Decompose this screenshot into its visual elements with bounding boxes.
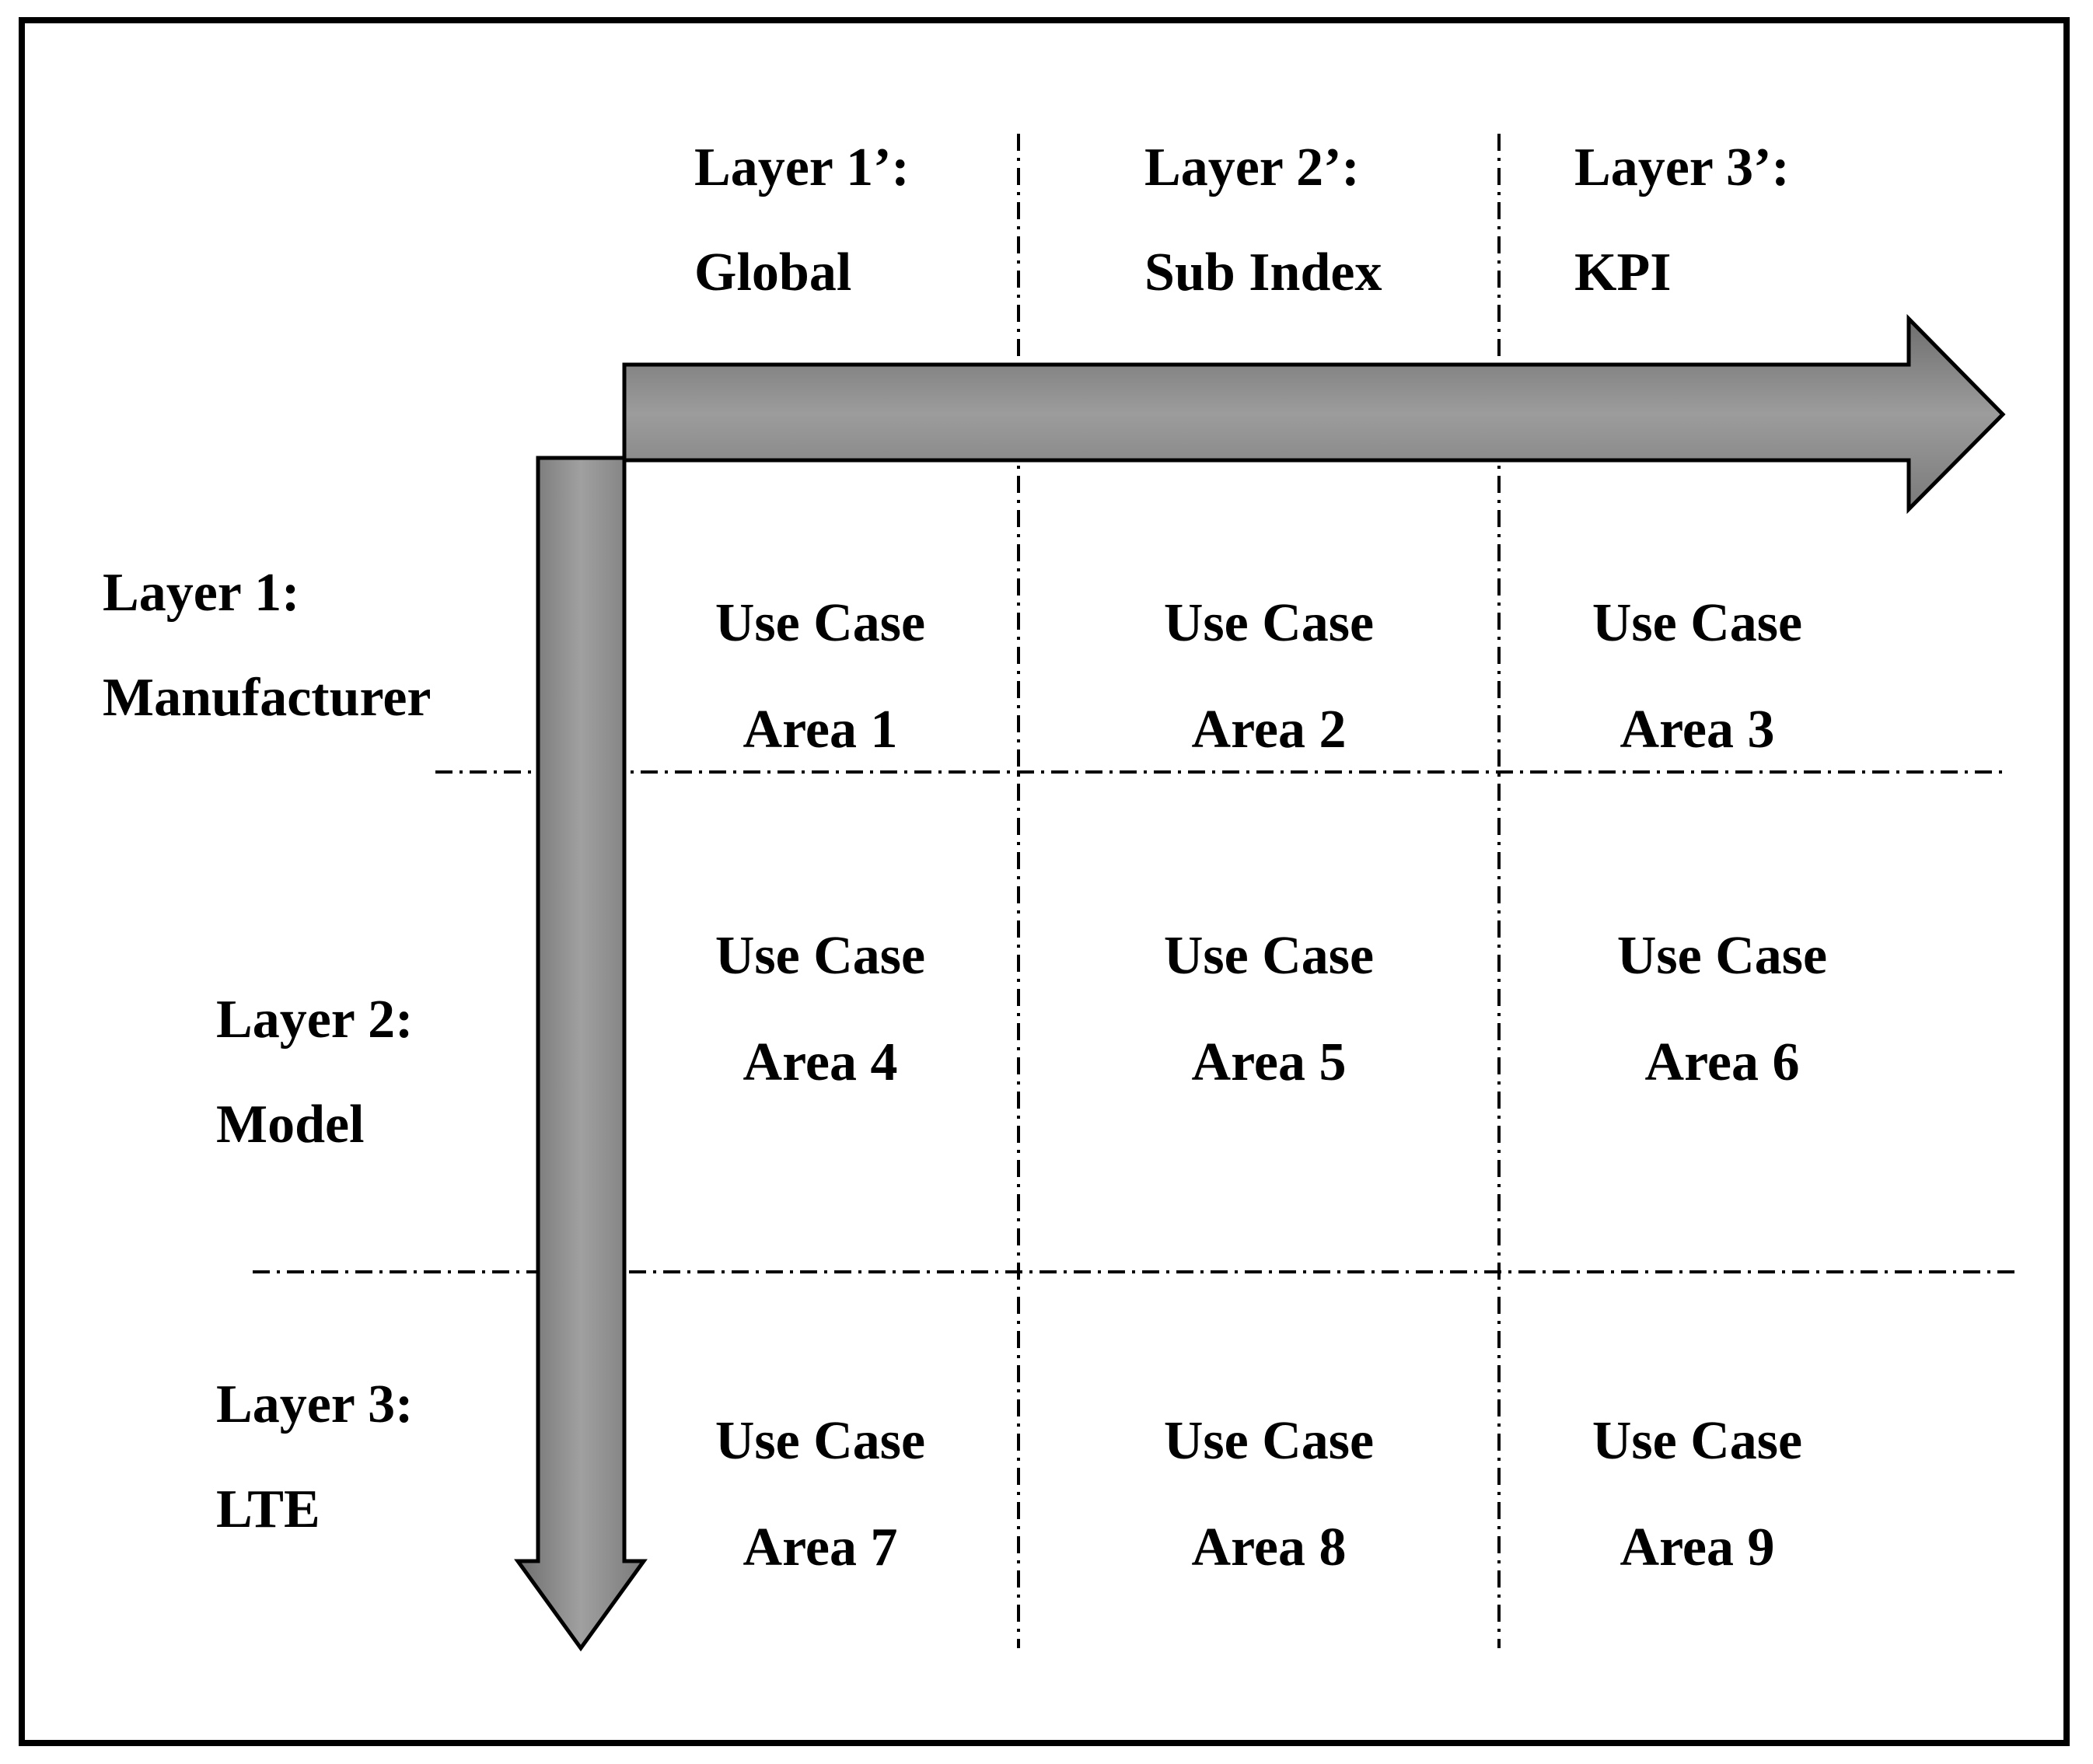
- column-header-3-title: Layer 3’:: [1574, 138, 1790, 197]
- use-case-area-5-label: Use Case: [1163, 926, 1375, 986]
- use-case-area-3-label: Use Case: [1592, 593, 1803, 653]
- use-case-area-3: Use Case Area 3: [1542, 570, 1853, 783]
- use-case-area-9: Use Case Area 9: [1542, 1388, 1853, 1601]
- use-case-area-2-name: Area 2: [1191, 700, 1347, 760]
- use-case-area-1: Use Case Area 1: [665, 570, 976, 783]
- use-case-area-2-label: Use Case: [1163, 593, 1375, 653]
- use-case-area-8-name: Area 8: [1191, 1518, 1347, 1577]
- use-case-area-9-label: Use Case: [1592, 1411, 1803, 1471]
- row-header-3-title: Layer 3:: [216, 1375, 414, 1434]
- use-case-area-7-name: Area 7: [743, 1518, 898, 1577]
- row-header-1-title: Layer 1:: [103, 563, 300, 623]
- row-header-3-subtitle: LTE: [216, 1479, 320, 1539]
- column-header-1-subtitle: Global: [694, 243, 852, 302]
- column-header-3-subtitle: KPI: [1574, 243, 1672, 302]
- use-case-area-7: Use Case Area 7: [665, 1388, 976, 1601]
- use-case-area-7-label: Use Case: [715, 1411, 926, 1471]
- use-case-area-6-name: Area 6: [1644, 1032, 1800, 1092]
- use-case-area-8-label: Use Case: [1163, 1411, 1375, 1471]
- use-case-area-4-name: Area 4: [743, 1032, 898, 1092]
- use-case-area-1-label: Use Case: [715, 593, 926, 653]
- use-case-area-4: Use Case Area 4: [665, 903, 976, 1116]
- use-case-area-5-name: Area 5: [1191, 1032, 1347, 1092]
- use-case-area-2: Use Case Area 2: [1113, 570, 1424, 783]
- column-header-1-title: Layer 1’:: [694, 138, 910, 197]
- use-case-area-4-label: Use Case: [715, 926, 926, 986]
- use-case-area-6: Use Case Area 6: [1567, 903, 1878, 1116]
- use-case-area-9-name: Area 9: [1620, 1518, 1775, 1577]
- use-case-area-8: Use Case Area 8: [1113, 1388, 1424, 1601]
- use-case-area-1-name: Area 1: [743, 700, 898, 760]
- row-header-2-title: Layer 2:: [216, 990, 414, 1050]
- column-header-2-title: Layer 2’:: [1144, 138, 1360, 197]
- horizontal-arrow: [622, 313, 2006, 515]
- row-header-2-subtitle: Model: [216, 1095, 365, 1154]
- use-case-area-3-name: Area 3: [1620, 700, 1775, 760]
- diagram-frame: [19, 17, 2070, 1746]
- column-header-2-subtitle: Sub Index: [1144, 243, 1382, 302]
- vertical-arrow: [514, 456, 648, 1652]
- use-case-area-5: Use Case Area 5: [1113, 903, 1424, 1116]
- row-header-1-subtitle: Manufacturer: [103, 668, 432, 728]
- use-case-area-6-label: Use Case: [1616, 926, 1828, 986]
